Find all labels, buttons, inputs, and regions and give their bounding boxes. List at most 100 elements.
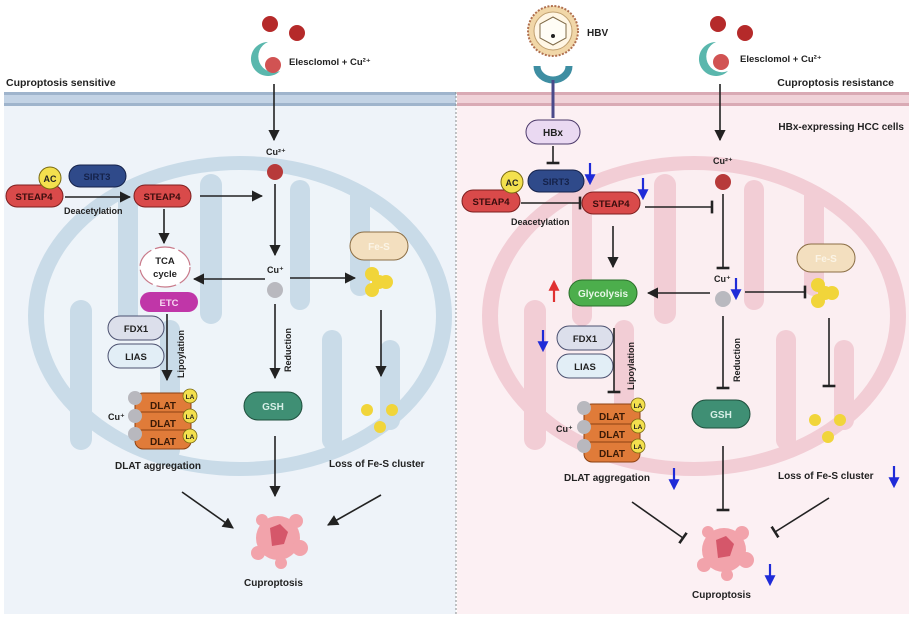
svg-text:GSH: GSH bbox=[262, 402, 284, 413]
right-loss-fes-label: Loss of Fe-S cluster bbox=[778, 471, 874, 482]
svg-text:HBx: HBx bbox=[543, 128, 563, 139]
decrease-arrow-icon bbox=[537, 163, 900, 587]
svg-text:LIAS: LIAS bbox=[574, 362, 596, 373]
svg-text:DLAT: DLAT bbox=[150, 419, 176, 430]
svg-text:DLAT: DLAT bbox=[150, 437, 176, 448]
svg-text:LA: LA bbox=[186, 394, 195, 401]
left-la-badges: LA LA LA bbox=[182, 388, 198, 444]
right-gsh: GSH bbox=[691, 399, 751, 429]
right-glycolysis: Glycolysis bbox=[568, 279, 638, 307]
right-cu2-ion bbox=[715, 174, 731, 190]
hbv-virus-icon bbox=[527, 5, 579, 57]
hbx: HBx bbox=[525, 119, 581, 145]
left-arrow-fes-to-cuproptosis bbox=[327, 494, 382, 526]
svg-text:Glycolysis: Glycolysis bbox=[578, 289, 628, 300]
left-lias: LIAS bbox=[107, 343, 165, 369]
svg-text:FDX1: FDX1 bbox=[124, 324, 149, 335]
svg-text:DLAT: DLAT bbox=[599, 449, 625, 460]
right-dlat-stack: DLAT DLAT DLAT bbox=[577, 401, 641, 463]
right-inhibit-fes-to-cuproptosis bbox=[770, 497, 830, 539]
svg-text:DLAT: DLAT bbox=[599, 412, 625, 423]
hbv-receptor-icon bbox=[533, 65, 573, 118]
left-deacetylation-label: Deacetylation bbox=[64, 206, 123, 216]
left-reduction-label: Reduction bbox=[283, 328, 293, 372]
svg-text:LA: LA bbox=[186, 414, 195, 421]
right-cu-dlat-label: Cu⁺ bbox=[556, 424, 573, 434]
right-reduction-label: Reduction bbox=[732, 338, 742, 382]
right-fdx1: FDX1 bbox=[556, 325, 614, 351]
left-panel-label: Cuproptosis sensitive bbox=[6, 77, 116, 89]
left-etc: ETC bbox=[140, 292, 198, 312]
left-outcome-label: Cuproptosis bbox=[244, 578, 303, 589]
left-ac-badge: AC bbox=[38, 166, 62, 190]
left-dlat-aggregation-label: DLAT aggregation bbox=[115, 461, 201, 472]
right-elesclomol-cu-icon bbox=[698, 16, 753, 76]
left-lipoylation-label: Lipoylation bbox=[176, 330, 186, 378]
right-cu2-label: Cu²⁺ bbox=[713, 156, 733, 166]
left-mitochondrion bbox=[28, 156, 452, 476]
right-dlat-aggregation-label: DLAT aggregation bbox=[564, 473, 650, 484]
right-cu1-ion bbox=[715, 291, 731, 307]
right-panel: Cuproptosis resistance HBx-expressing HC… bbox=[457, 5, 909, 614]
svg-text:LA: LA bbox=[634, 403, 643, 410]
right-panel-label: Cuproptosis resistance bbox=[777, 77, 894, 89]
right-fes-lost-dots bbox=[809, 414, 846, 443]
right-steap4-acetylated: STEAP4 bbox=[461, 189, 521, 213]
svg-text:Fe-S: Fe-S bbox=[368, 242, 390, 253]
left-panel: Cuproptosis sensitive Elesclomol + Cu²⁺ … bbox=[4, 16, 456, 614]
left-steap4-active: STEAP4 bbox=[133, 184, 192, 208]
right-lias: LIAS bbox=[556, 353, 614, 379]
left-loss-fes-label: Loss of Fe-S cluster bbox=[329, 459, 425, 470]
left-elesclomol-cu-icon bbox=[250, 16, 305, 76]
right-fes-cluster-icon bbox=[811, 278, 839, 308]
left-arrow-dlat-to-cuproptosis bbox=[181, 491, 234, 529]
svg-text:Fe-S: Fe-S bbox=[815, 254, 837, 265]
left-steap4-acetylated: STEAP4 bbox=[5, 184, 64, 208]
svg-text:ETC: ETC bbox=[160, 298, 179, 309]
hbv-label: HBV bbox=[587, 28, 608, 39]
svg-text:AC: AC bbox=[506, 178, 519, 188]
right-fes-box: Fe-S bbox=[796, 243, 856, 273]
right-deacetylation-label: Deacetylation bbox=[511, 217, 570, 227]
right-sirt3: SIRT3 bbox=[527, 169, 585, 193]
right-cu1-label: Cu⁺ bbox=[714, 274, 731, 284]
left-cu1-ion bbox=[267, 282, 283, 298]
svg-text:LA: LA bbox=[634, 444, 643, 451]
svg-text:FDX1: FDX1 bbox=[573, 334, 598, 345]
right-cell-label: HBx-expressing HCC cells bbox=[778, 122, 904, 133]
svg-text:STEAP4: STEAP4 bbox=[144, 192, 182, 203]
right-mitochondrion bbox=[482, 156, 906, 476]
right-inhibit-dlat-to-cuproptosis bbox=[631, 501, 688, 544]
left-dlat-stack: DLAT DLAT DLAT bbox=[128, 391, 192, 450]
right-ac-badge: AC bbox=[500, 170, 524, 194]
right-drug-label: Elesclomol + Cu²⁺ bbox=[740, 54, 822, 65]
svg-text:STEAP4: STEAP4 bbox=[593, 199, 631, 210]
left-cu1-label: Cu⁺ bbox=[267, 265, 284, 275]
svg-text:TCA: TCA bbox=[155, 256, 175, 267]
svg-text:DLAT: DLAT bbox=[150, 401, 176, 412]
right-lipoylation-label: Lipoylation bbox=[626, 342, 636, 390]
svg-text:LA: LA bbox=[634, 424, 643, 431]
left-gsh: GSH bbox=[243, 391, 303, 421]
right-cell-membrane bbox=[457, 92, 909, 106]
right-cuproptosis-cell-icon bbox=[697, 526, 754, 581]
svg-text:cycle: cycle bbox=[153, 269, 177, 280]
left-cu2-label: Cu²⁺ bbox=[266, 147, 286, 157]
left-fes-lost-dots bbox=[361, 404, 398, 433]
svg-text:AC: AC bbox=[44, 174, 57, 184]
svg-text:SIRT3: SIRT3 bbox=[84, 172, 111, 183]
left-fes-box: Fe-S bbox=[349, 231, 409, 261]
left-fdx1: FDX1 bbox=[107, 315, 165, 341]
left-drug-label: Elesclomol + Cu²⁺ bbox=[289, 57, 371, 68]
left-cell-membrane bbox=[4, 92, 456, 106]
svg-text:LA: LA bbox=[186, 434, 195, 441]
svg-text:GSH: GSH bbox=[710, 410, 732, 421]
left-sirt3: SIRT3 bbox=[68, 164, 127, 188]
svg-text:LIAS: LIAS bbox=[125, 352, 147, 363]
svg-text:STEAP4: STEAP4 bbox=[473, 197, 511, 208]
right-steap4-active: STEAP4 bbox=[581, 191, 641, 215]
left-cu-dlat-label: Cu⁺ bbox=[108, 412, 125, 422]
svg-text:SIRT3: SIRT3 bbox=[543, 177, 570, 188]
left-fes-cluster-icon bbox=[365, 267, 393, 297]
